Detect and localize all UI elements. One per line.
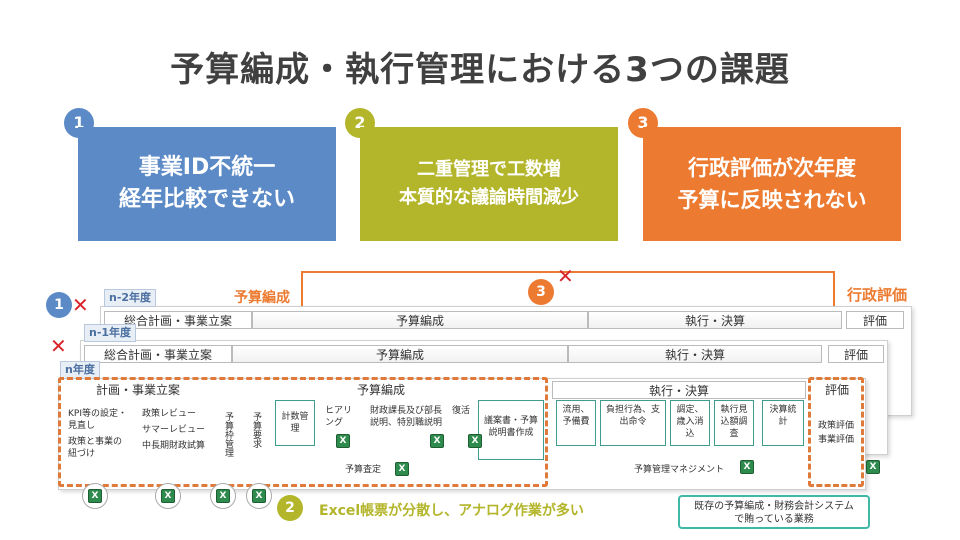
diagram-marker-3: 3 xyxy=(528,279,554,305)
issue-1-line2: 経年比較できない xyxy=(118,187,295,212)
eval-item: 事業評価 xyxy=(818,435,855,445)
diagram-marker-1: 1 xyxy=(46,292,72,318)
excel-icon: X xyxy=(468,434,482,448)
n2-plan-header: 総合計画・事業立案 xyxy=(104,311,252,329)
n-exec-header: 執行・決算 xyxy=(552,381,806,399)
budget-vert-label: 予算枠管理 xyxy=(223,412,233,457)
red-x-icon: ✕ xyxy=(50,334,67,358)
exec-cell: 執行見込額調査 xyxy=(714,400,754,446)
plan-item: 政策と事業の紐づけ xyxy=(68,437,123,459)
system-legend-line1: 既存の予算編成・財務会計システム xyxy=(694,501,854,512)
exec-cell: 流用、予備費 xyxy=(556,400,596,446)
exec-mgmt-label: 予算管理マネジメント xyxy=(634,465,725,475)
budget-vert-label: 予算要求 xyxy=(251,412,261,448)
issue-box-1: 事業ID不統一 経年比較できない xyxy=(78,127,336,241)
issue-3-line1: 行政評価が次年度 xyxy=(688,156,856,180)
issue-box-3: 行政評価が次年度 予算に反映されない xyxy=(643,127,901,241)
excel-icon: X xyxy=(866,460,880,474)
page-title: 予算編成・執行管理における3つの課題 xyxy=(170,50,790,90)
n2-eval-header: 評価 xyxy=(846,311,904,329)
excel-icon: X xyxy=(246,483,272,509)
system-legend-line2: で賄っている業務 xyxy=(734,514,814,525)
system-legend: 既存の予算編成・財務会計システム で賄っている業務 xyxy=(678,495,870,529)
exec-cell: 調定、歳入消込 xyxy=(670,400,710,446)
year-tab-n: n年度 xyxy=(60,361,100,379)
n2-budget-header: 予算編成 xyxy=(252,311,588,329)
budget-review-label: 予算査定 xyxy=(345,465,382,475)
analog-area-outline xyxy=(58,377,548,487)
n1-budget-header: 予算編成 xyxy=(232,345,568,363)
issue-2-line2: 本質的な議論時間減少 xyxy=(399,187,579,208)
excel-icon: X xyxy=(430,434,444,448)
plan-item: サマーレビュー xyxy=(142,425,206,435)
budget-cell: 計数管理 xyxy=(275,400,315,446)
plan-item: KPI等の設定・見直し xyxy=(68,409,127,431)
issue-2-line1: 二重管理で工数増 xyxy=(417,159,561,180)
eval-area-outline xyxy=(808,377,864,487)
excel-icon: X xyxy=(210,483,236,509)
n-eval-header: 評価 xyxy=(824,383,849,397)
excel-icon: X xyxy=(336,434,350,448)
year-tab-n2: n-2年度 xyxy=(104,289,157,307)
n1-eval-header: 評価 xyxy=(828,345,884,363)
eval-list: 政策評価 事業評価 xyxy=(818,420,858,446)
plan-list-1: KPI等の設定・見直し 政策と事業の紐づけ xyxy=(68,408,130,460)
diagram-marker-2: 2 xyxy=(277,495,303,521)
budget-cell: ヒアリング xyxy=(325,406,353,428)
issue-1-line1: 事業ID不統一 xyxy=(138,155,276,180)
exec-cell: 決算統計 xyxy=(762,400,804,446)
n1-plan-header: 総合計画・事業立案 xyxy=(84,345,232,363)
excel-icon: X xyxy=(155,483,181,509)
budget-cell: 財政課長及び部長説明、特別職説明 xyxy=(370,406,443,428)
plan-item: 政策レビュー xyxy=(142,409,197,419)
red-x-icon: ✕ xyxy=(557,264,574,288)
plan-item: 中長期財政試算 xyxy=(142,441,206,451)
exec-cell: 負担行為、支出命令 xyxy=(600,400,666,446)
budget-cell: 議案書・予算説明書作成 xyxy=(478,400,544,460)
excel-icon: X xyxy=(82,483,108,509)
excel-note: Excel帳票が分散し、アナログ作業が多い xyxy=(319,503,584,519)
n2-exec-header: 執行・決算 xyxy=(588,311,842,329)
budget-cell: 復活 xyxy=(452,406,471,416)
n-plan-header: 計画・事業立案 xyxy=(95,383,180,397)
issue-3-line2: 予算に反映されない xyxy=(677,188,867,212)
excel-icon: X xyxy=(395,462,409,476)
n-budget-header: 予算編成 xyxy=(356,383,405,397)
label-budget-section: 予算編成 xyxy=(234,290,290,306)
excel-icon: X xyxy=(740,460,754,474)
red-x-icon: ✕ xyxy=(72,293,89,317)
year-tab-n1: n-1年度 xyxy=(84,324,137,342)
n1-exec-header: 執行・決算 xyxy=(568,345,822,363)
eval-item: 政策評価 xyxy=(818,421,855,431)
label-eval-section: 行政評価 xyxy=(847,286,908,304)
issue-box-2: 二重管理で工数増 本質的な議論時間減少 xyxy=(360,127,618,241)
plan-list-2: 政策レビュー サマーレビュー 中長期財政試算 xyxy=(142,408,208,452)
